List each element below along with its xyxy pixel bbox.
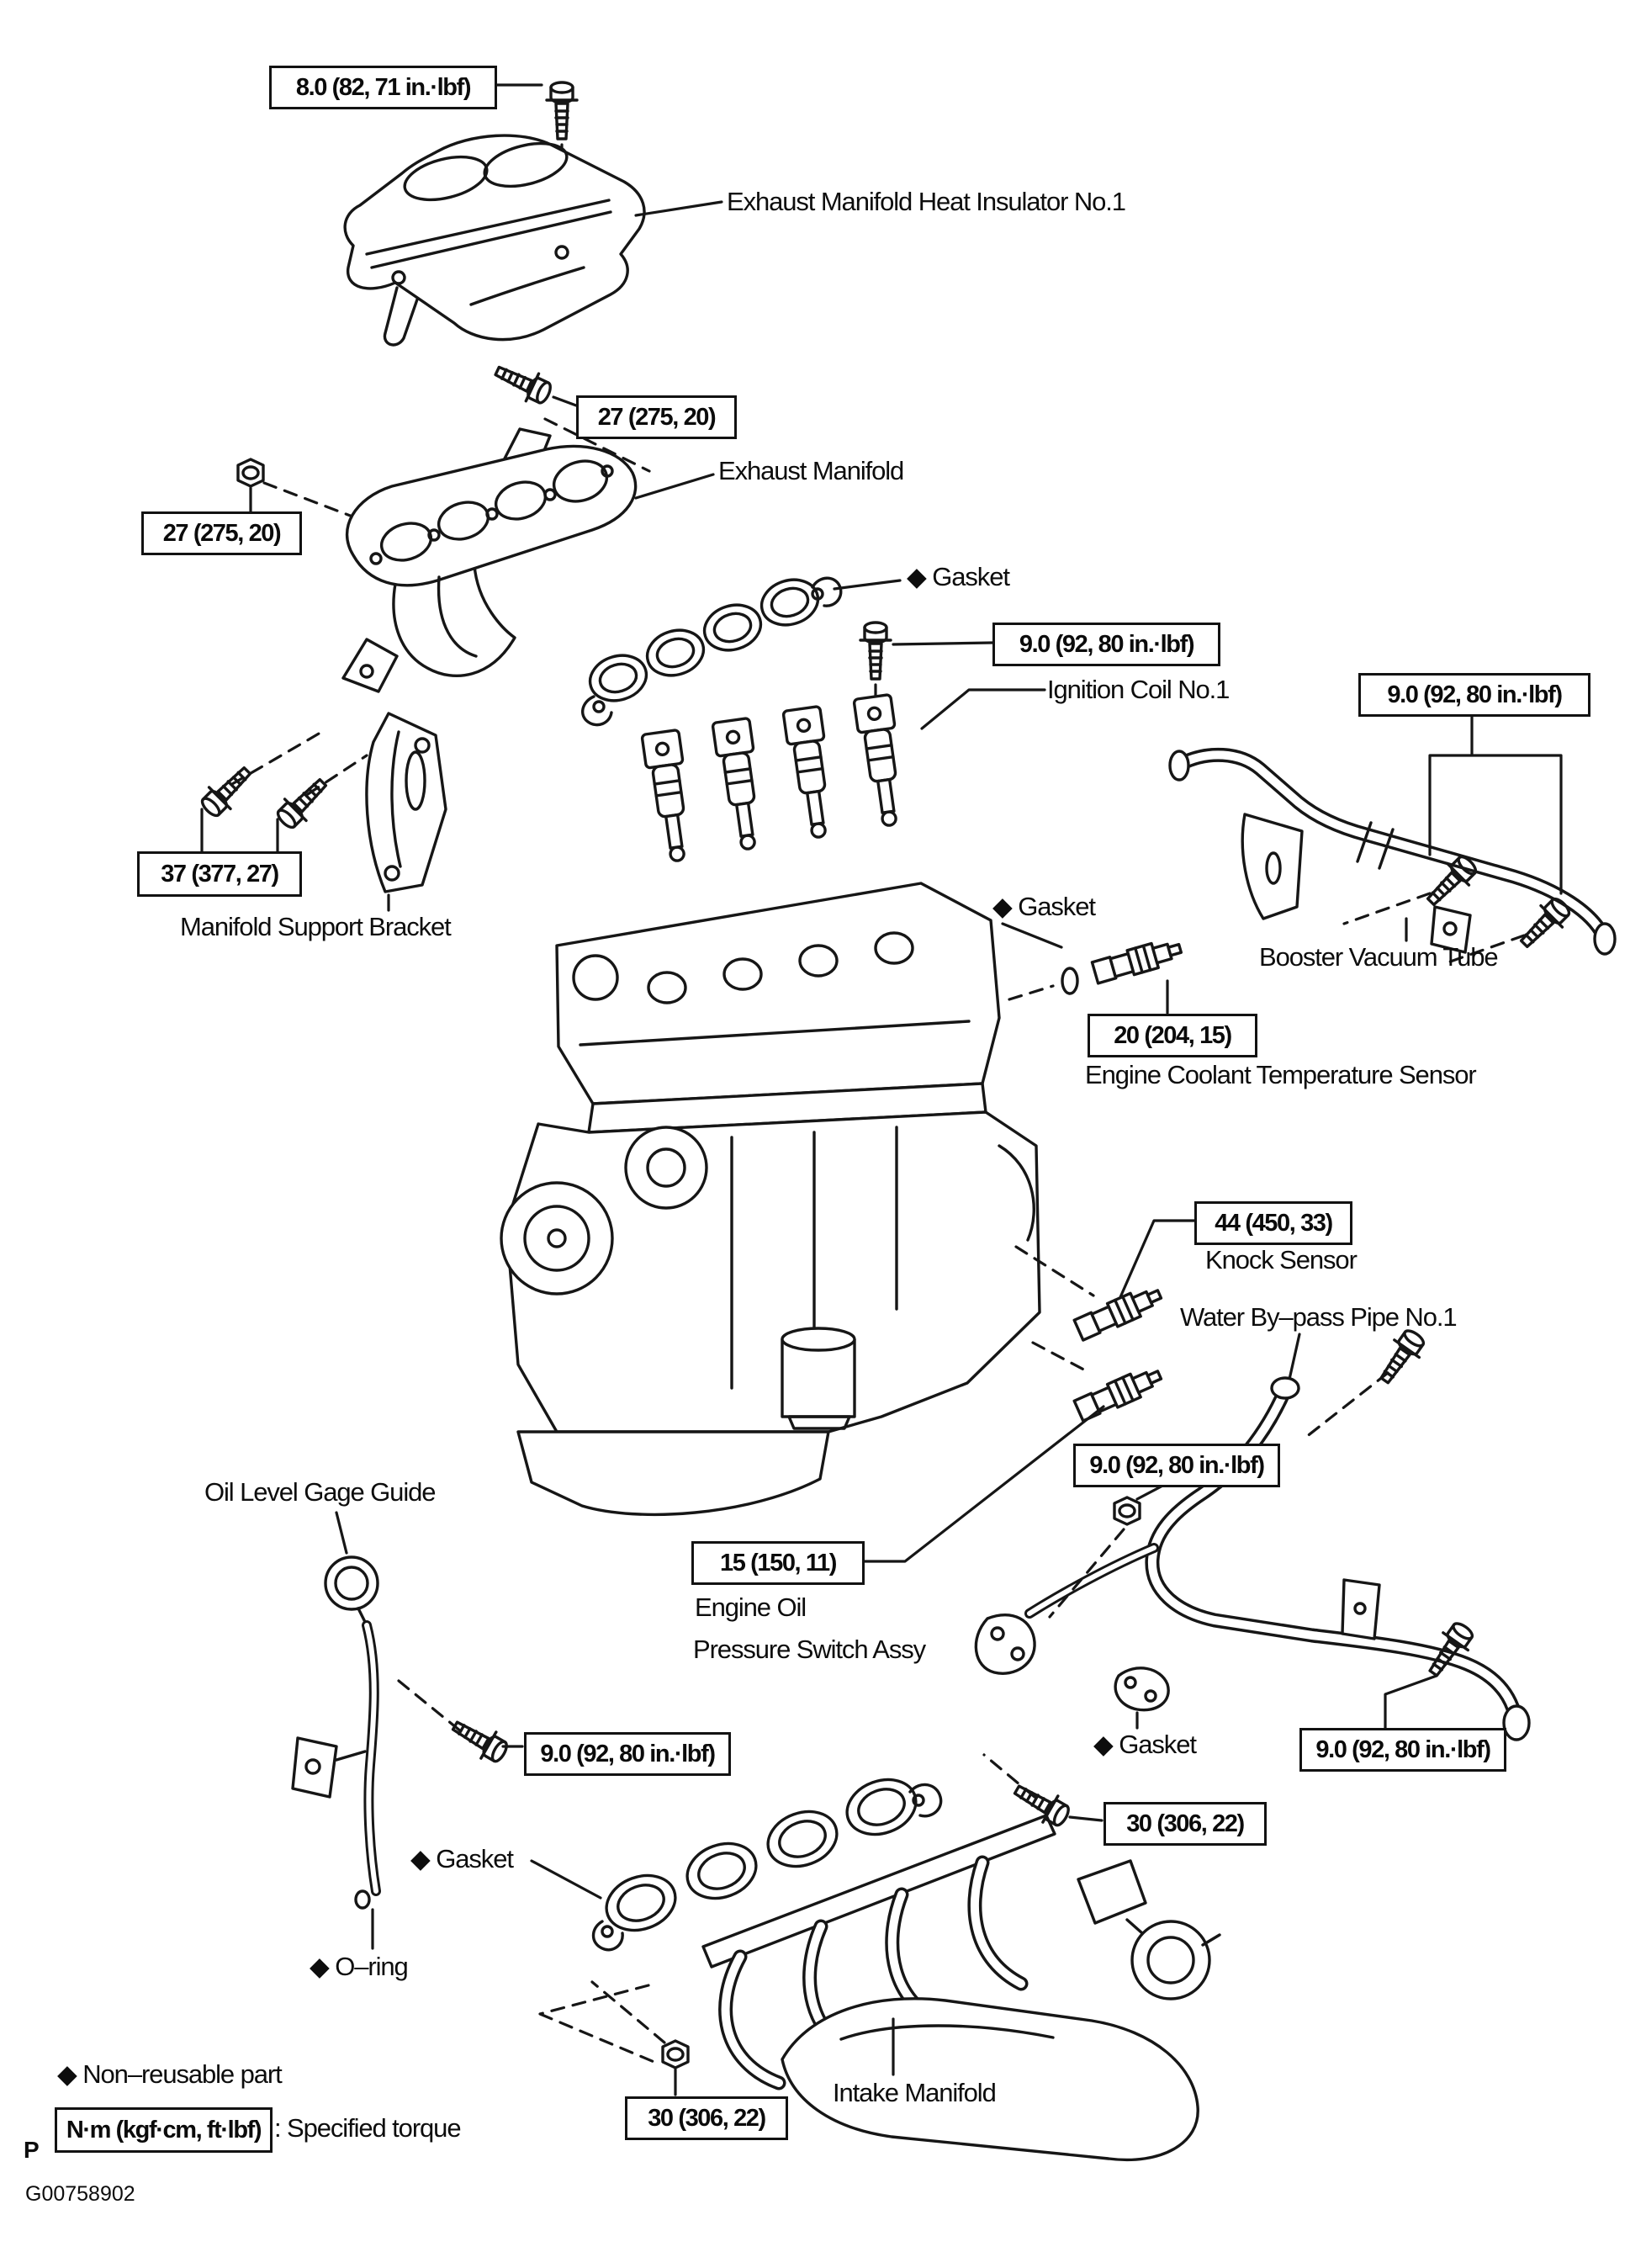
exhaust-manifold-drawing: [341, 427, 715, 693]
torque-box-bypass-pipe-nut: 9.0 (92, 80 in.·lbf): [1073, 1444, 1280, 1487]
torque-box-coolant-sensor: 20 (204, 15): [1088, 1014, 1257, 1057]
dipstick-oring: [354, 1889, 371, 1910]
label-booster-tube: Booster Vacuum Tube: [1259, 942, 1499, 972]
label-knock-sensor: Knock Sensor: [1205, 1245, 1358, 1274]
knock-sensor-drawing: [1014, 1219, 1196, 1343]
torque-box-ignition-coil-bolt: 9.0 (92, 80 in.·lbf): [992, 623, 1220, 666]
label-intake-gasket: ◆ Gasket: [410, 1844, 514, 1873]
bypass-pipe-drawing: [1024, 1323, 1531, 1741]
torque-box-gage-guide-bolt: 9.0 (92, 80 in.·lbf): [524, 1732, 731, 1776]
torque-box-manifold-nut: 27 (275, 20): [141, 511, 302, 555]
label-exhaust-manifold: Exhaust Manifold: [718, 456, 904, 485]
page-marker: P: [24, 2137, 40, 2163]
torque-box-intake-nut: 30 (306, 22): [625, 2096, 788, 2140]
figure-code: G00758902: [25, 2182, 135, 2206]
torque-box-vacuum-tube-bolts: 9.0 (92, 80 in.·lbf): [1358, 673, 1590, 717]
coolant-oring: [1061, 967, 1079, 995]
intake-bolt-drawing: [982, 1753, 1104, 1833]
engine-block-drawing: [500, 882, 1041, 1517]
oil-pressure-switch-drawing: [858, 1341, 1167, 1563]
label-exhaust-gasket: ◆ Gasket: [907, 562, 1010, 591]
torque-box-support-bracket: 37 (377, 27): [137, 851, 302, 897]
label-intake-manifold: Intake Manifold: [833, 2078, 997, 2107]
manifold-nut-drawing: [236, 458, 456, 557]
exhaust-gasket-drawing: [580, 576, 902, 727]
torque-box-manifold-bolt: 27 (275, 20): [576, 395, 737, 439]
legend-torque-unit-box: N·m (kgf·cm, ft·lbf): [55, 2107, 273, 2153]
ignition-coils-drawing: [640, 688, 1046, 862]
label-coolant-sensor: Engine Coolant Temperature Sensor: [1085, 1060, 1477, 1089]
label-oil-gage-guide: Oil Level Gage Guide: [204, 1477, 437, 1507]
label-oil-switch-line1: Engine Oil: [695, 1592, 807, 1622]
label-bypass-pipe: Water By–pass Pipe No.1: [1180, 1302, 1458, 1332]
dipstick-drawing: [291, 1511, 524, 1950]
label-coolant-gasket: ◆ Gasket: [992, 892, 1096, 921]
label-support-bracket: Manifold Support Bracket: [180, 912, 452, 941]
label-pipe-gasket: ◆ Gasket: [1093, 1730, 1197, 1759]
torque-box-heat-insulator-bolt: 8.0 (82, 71 in.·lbf): [269, 66, 497, 109]
pipe-flange-gasket-drawing: [974, 1481, 1171, 1730]
intake-nut-drawing: [590, 1980, 690, 2096]
label-oil-switch-line2: Pressure Switch Assy: [693, 1635, 926, 1664]
heat-insulator-drawing: [343, 134, 723, 347]
coolant-sensor-drawing: [1001, 922, 1185, 1015]
intake-gasket-drawing: [530, 1778, 943, 1952]
legend-non-reusable: ◆ Non–reusable part: [57, 2059, 283, 2089]
legend-torque-caption: : Specified torque: [274, 2113, 462, 2143]
booster-tube-drawing: [1168, 710, 1617, 966]
torque-box-intake-bolt: 30 (306, 22): [1104, 1802, 1267, 1846]
torque-box-knock-sensor: 44 (450, 33): [1194, 1201, 1352, 1245]
label-o-ring: ◆ O–ring: [310, 1952, 409, 1981]
torque-box-oil-pressure-switch: 15 (150, 11): [691, 1541, 865, 1585]
manifold-bolt-drawing: [489, 355, 651, 473]
intake-manifold-drawing: [538, 1814, 1221, 2162]
torque-box-bypass-pipe-bolt: 9.0 (92, 80 in.·lbf): [1299, 1728, 1506, 1772]
label-heat-insulator: Exhaust Manifold Heat Insulator No.1: [727, 187, 1126, 216]
support-bracket-drawing: [195, 712, 447, 912]
label-ignition-coil: Ignition Coil No.1: [1047, 675, 1230, 704]
